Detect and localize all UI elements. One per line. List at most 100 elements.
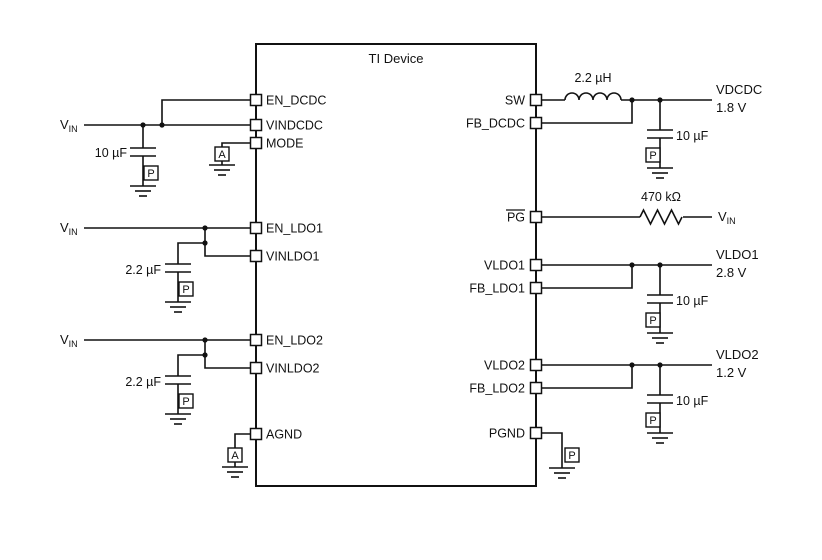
ground-icon bbox=[221, 466, 249, 478]
wire-segment bbox=[541, 264, 712, 333]
pin-pad bbox=[249, 249, 263, 263]
capacitor-icon bbox=[646, 294, 674, 304]
pin-label: FB_LDO1 bbox=[469, 282, 525, 296]
mode-ground-section: A bbox=[208, 142, 251, 176]
pin-pad bbox=[529, 358, 543, 372]
pin-label: EN_DCDC bbox=[266, 94, 326, 108]
tag-box bbox=[178, 281, 194, 297]
ic: TI Device EN_DCDC VINDCDC MODE EN_LDO1 V… bbox=[249, 43, 543, 487]
pin-vindcdc: VINDCDC bbox=[249, 118, 323, 133]
pin-label: EN_LDO1 bbox=[266, 222, 323, 236]
capacitor-icon bbox=[646, 129, 674, 139]
capacitor-icon bbox=[164, 375, 192, 385]
vin-net-label: VIN bbox=[60, 220, 78, 237]
pin-pad bbox=[529, 426, 543, 440]
tag-box bbox=[143, 165, 159, 181]
power-ground-tag: P bbox=[645, 412, 661, 428]
power-ground-tag: P bbox=[178, 393, 194, 409]
pgnd-section: P bbox=[541, 432, 580, 479]
tag-letter: P bbox=[182, 396, 189, 408]
pin-label: MODE bbox=[266, 137, 304, 151]
power-ground-tag: P bbox=[645, 147, 661, 163]
pin-label: FB_DCDC bbox=[466, 117, 525, 131]
pin-pad bbox=[529, 93, 543, 107]
junction-dot bbox=[202, 352, 208, 358]
junction-dot bbox=[657, 97, 663, 103]
power-ground-tag: P bbox=[564, 447, 580, 463]
capacitor-icon bbox=[646, 394, 674, 404]
wire-segment bbox=[541, 432, 563, 468]
tag-letter: A bbox=[218, 149, 226, 161]
pin-label: VINDCDC bbox=[266, 119, 323, 133]
pin-pad bbox=[249, 361, 263, 375]
tag-box bbox=[214, 146, 230, 162]
pin-en-dcdc: EN_DCDC bbox=[249, 94, 326, 108]
pin-pad bbox=[529, 116, 543, 130]
tag-box bbox=[227, 447, 243, 463]
junction-dot bbox=[657, 362, 663, 368]
tag-box bbox=[645, 312, 661, 328]
pin-pad bbox=[529, 258, 543, 272]
wire-segment bbox=[541, 364, 712, 433]
junction-dot bbox=[202, 225, 208, 231]
analog-ground-tag: A bbox=[214, 146, 230, 162]
pin-pad bbox=[249, 427, 263, 441]
agnd-section: A bbox=[221, 433, 251, 478]
vldo1-net-label: VLDO1 bbox=[716, 247, 759, 262]
vdcdc-net-label: VDCDC bbox=[716, 82, 762, 97]
ground-icon bbox=[548, 467, 576, 479]
cap-value-label: 2.2 µF bbox=[125, 263, 161, 277]
tag-letter: P bbox=[649, 150, 656, 162]
wire-segment bbox=[84, 99, 251, 186]
wire-segment bbox=[84, 339, 251, 414]
pin-label: PG bbox=[507, 211, 525, 225]
pin-pad bbox=[529, 210, 543, 224]
pin-vldo1: VLDO1 bbox=[484, 258, 543, 273]
pin-vldo2: VLDO2 bbox=[484, 358, 543, 373]
pin-label: EN_LDO2 bbox=[266, 334, 323, 348]
tag-box bbox=[645, 147, 661, 163]
vldo1-voltage-label: 2.8 V bbox=[716, 265, 747, 280]
ground-icon bbox=[646, 332, 674, 344]
ic-title: TI Device bbox=[369, 51, 424, 66]
pin-fb-ldo1: FB_LDO1 bbox=[469, 281, 543, 296]
ground-icon bbox=[646, 432, 674, 444]
ic-pins-left: EN_DCDC VINDCDC MODE EN_LDO1 VINLDO1 EN_… bbox=[249, 94, 326, 442]
pin-en-ldo2: EN_LDO2 bbox=[249, 333, 323, 348]
junction-dot bbox=[657, 262, 663, 268]
junction-dot bbox=[202, 337, 208, 343]
pin-pad bbox=[249, 333, 263, 347]
pg-section: 470 kΩ VIN bbox=[541, 190, 736, 226]
pin-label: VLDO1 bbox=[484, 259, 525, 273]
ground-icon bbox=[164, 301, 192, 313]
pin-pad bbox=[529, 281, 543, 295]
tag-letter: P bbox=[649, 315, 656, 327]
ldo2-output-section: VLDO2 1.2 V 10 µF P bbox=[541, 347, 759, 444]
pin-mode: MODE bbox=[249, 137, 304, 151]
tag-box bbox=[645, 412, 661, 428]
ldo1-input-section: VIN 2.2 µF P bbox=[60, 220, 251, 313]
vin-net-label: VIN bbox=[60, 332, 78, 349]
pin-sw: SW bbox=[505, 93, 543, 108]
vin-net-label: VIN bbox=[718, 209, 736, 226]
cap-value-label: 10 µF bbox=[676, 129, 709, 143]
tag-box bbox=[178, 393, 194, 409]
tag-letter: P bbox=[568, 450, 575, 462]
tag-letter: P bbox=[649, 415, 656, 427]
junction-dot bbox=[629, 97, 635, 103]
cap-value-label: 10 µF bbox=[95, 146, 128, 160]
power-ground-tag: P bbox=[645, 312, 661, 328]
pin-label: FB_LDO2 bbox=[469, 382, 525, 396]
pin-pgnd: PGND bbox=[489, 426, 543, 441]
ground-icon bbox=[129, 185, 157, 197]
junction-dot bbox=[629, 362, 635, 368]
ldo1-output-section: VLDO1 2.8 V 10 µF P bbox=[541, 247, 759, 344]
ground-icon bbox=[208, 164, 236, 176]
pin-label: VINLDO1 bbox=[266, 250, 320, 264]
ldo2-input-section: VIN 2.2 µF P bbox=[60, 332, 251, 425]
cap-value-label: 2.2 µF bbox=[125, 375, 161, 389]
pin-pad bbox=[249, 118, 263, 132]
pin-label: SW bbox=[505, 94, 525, 108]
tag-letter: A bbox=[231, 450, 239, 462]
